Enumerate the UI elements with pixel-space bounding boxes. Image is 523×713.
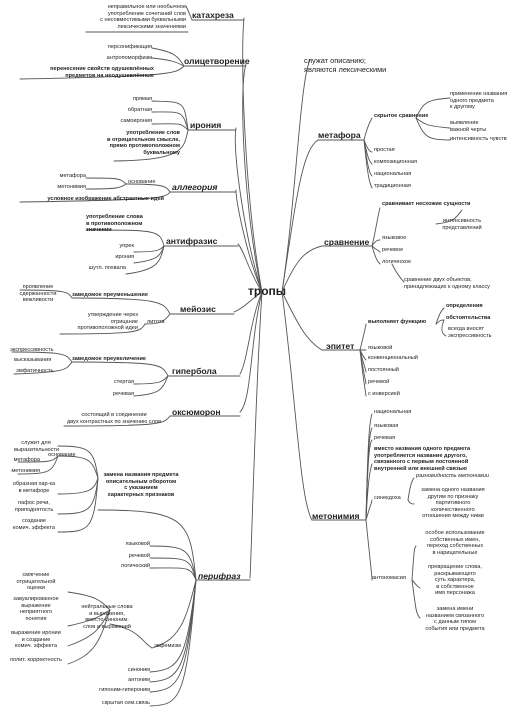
allegoriya-basis-item: метонимия xyxy=(57,184,86,190)
ironiya-title: ирония xyxy=(190,120,222,130)
giperbola-item: стертая xyxy=(113,379,134,385)
giperbola-title: гипербола xyxy=(172,366,217,376)
sravnenie-main-items: интенсивность представлений xyxy=(442,218,482,231)
olitsetvorenie-desc: перенесение свойств одушевлённых предмет… xyxy=(50,66,154,79)
sravnenie-kind: логическое xyxy=(382,259,412,265)
meyozis-main: заведомое преуменьшение xyxy=(72,292,148,298)
metafora-kind: композиционная xyxy=(374,159,417,165)
sravnenie-kind: языковое xyxy=(382,235,407,241)
metafora-main: скрытое сравнение xyxy=(374,113,429,119)
antifrazis-title: антифразис xyxy=(166,236,218,246)
metonimiya-antonomasia-label: антономасия xyxy=(372,575,406,581)
antifrazis-item: ирония xyxy=(115,254,134,260)
perifraz-more: синоним xyxy=(127,667,150,673)
olitsetvorenie-item: антропоморфизм xyxy=(106,55,152,61)
antifrazis-item: упрек xyxy=(119,243,135,249)
allegoriya-desc: условное изображение абстрактных идей xyxy=(47,196,164,202)
perifraz-main-item: служит для выразительности xyxy=(14,440,60,453)
ironiya-item: обратная xyxy=(127,107,152,113)
perifraz-more: гипоним-гипероним xyxy=(99,687,150,693)
metonimiya-sinekdokha-type: разновидность метонимии xyxy=(416,473,489,479)
epitet-kind: постоянный xyxy=(368,367,399,373)
meyozis-main-items: проявление сдержанности вежливости xyxy=(19,284,57,304)
perifraz-main-item: образная хар-ка в метафоре xyxy=(12,481,56,494)
oksyumoron-title: оксюморон xyxy=(172,407,221,417)
metafora-main-item: выявление важной черты xyxy=(450,120,487,133)
metonimiya-kind: национальная xyxy=(374,409,412,415)
ironiya-item: прямая xyxy=(132,96,152,102)
giperbola-main: заведомое преувеличение xyxy=(72,356,147,362)
meyozis-litota-label: литота xyxy=(147,319,165,325)
epitet-function: обстоятельства xyxy=(446,315,491,321)
ironiya-item: самоирония xyxy=(120,118,152,124)
perifraz-euphemism-label: эвфемизм xyxy=(154,643,181,649)
perifraz-kind: языковой xyxy=(125,541,150,547)
perifraz-euphemism-item: завуалированное выражение неприятного по… xyxy=(13,596,59,622)
metonimiya-sinekdokha-desc: замена одного названия другим по признак… xyxy=(421,487,485,520)
perifraz-basis-item: метонимия xyxy=(11,468,40,474)
olitsetvorenie-title: олицетворение xyxy=(184,56,250,66)
giperbola-main-item: высказывания xyxy=(14,357,52,363)
metonimiya-desc: вместо названия одного предмета употребл… xyxy=(374,446,471,472)
metafora-main-item: интенсивность чувств xyxy=(450,136,507,142)
perifraz-kind: логический xyxy=(120,563,150,569)
ironiya-desc: употребление слов в отрицательном смысле… xyxy=(106,130,180,156)
perifraz-main: замена названия предмета описательным об… xyxy=(103,472,179,498)
giperbola-main-item: экспрессивность xyxy=(10,347,54,353)
metonimiya-antonomasia-item: превращение слова, раскрывающего суть ха… xyxy=(428,564,482,597)
metonimiya-title: метонимия xyxy=(312,511,360,521)
antifrazis-desc: употребление слова в противоположном зна… xyxy=(86,214,143,234)
metonimiya-sinekdokha-label: синекдоха xyxy=(374,495,401,501)
epitet-title: эпитет xyxy=(326,341,355,351)
sravnenie-kind: речевое xyxy=(382,247,404,253)
allegoriya-title: аллегория xyxy=(172,182,218,192)
note-text: служат описанию; являются лексическими xyxy=(304,56,387,74)
meyozis-litota: утверждение через отрицание противополож… xyxy=(77,312,138,332)
sravnenie-main: сравнивает несхожие сущности xyxy=(382,201,471,207)
perifraz-more: скрытая сем.связь xyxy=(101,700,150,706)
allegoriya-basis-item: метафора xyxy=(59,173,86,179)
epitet-function-desc: всегда вносят экспрессивность xyxy=(448,326,492,339)
metafora-kind: простая xyxy=(374,147,395,153)
perifraz-euphemism-item: выражение иронии и создание комич. эффек… xyxy=(11,630,61,650)
perifraz-main-item: пафос речи, приподнятость xyxy=(14,500,54,513)
allegoriya-basis-label: основание xyxy=(128,179,156,185)
perifraz-main-item: создание комич. эффекта xyxy=(13,518,55,531)
sravnenie-desc: сравнение двух объектов, принадлежащих к… xyxy=(404,277,490,290)
epitet-function: определения xyxy=(446,303,483,309)
metonimiya-kind: речевая xyxy=(374,435,396,441)
metafora-kind: традиционная xyxy=(374,183,411,189)
perifraz-basis-label: основание xyxy=(48,452,76,458)
metafora-kind: национальная xyxy=(374,171,412,177)
metafora-main-item: применение названия одного предмета к др… xyxy=(450,91,508,111)
perifraz-euphemism-item: полит. корректность xyxy=(10,657,62,663)
sravnenie-title: сравнение xyxy=(324,237,370,247)
antifrazis-item: шутл. похвала xyxy=(88,265,126,271)
metonimiya-antonomasia-item: особое использование собственных имен, п… xyxy=(425,530,485,556)
root-topic: тропы xyxy=(248,284,287,298)
epitet-main: выполняет функцию xyxy=(368,319,427,325)
metonimiya-antonomasia-item: замена имени названием связанного с данн… xyxy=(425,606,485,632)
perifraz-euphemism-item: смягчение отрицательной оценки xyxy=(16,572,56,592)
perifraz-euphemism-desc: нейтральные слова и выражения, вместо си… xyxy=(81,604,133,630)
epitet-kind: с инверсией xyxy=(368,391,400,397)
katakhreza-desc: неправильное или необычное употребление … xyxy=(100,4,186,30)
katakhreza-title: катахреза xyxy=(192,10,234,20)
epitet-kind: конвенциональный xyxy=(368,355,418,361)
perifraz-kind: речевой xyxy=(128,553,150,559)
olitsetvorenie-item: персонификация xyxy=(107,44,152,50)
meyozis-title: мейозис xyxy=(180,304,216,314)
epitet-kind: языковой xyxy=(368,345,393,351)
perifraz-basis-item: метафора xyxy=(13,457,40,463)
giperbola-main-item: эмфатичность xyxy=(16,368,54,374)
metafora-title: метафора xyxy=(318,130,361,140)
metonimiya-kind: языковая xyxy=(374,423,399,429)
perifraz-title: перифраз xyxy=(198,571,241,581)
oksyumoron-desc: состоящий в соединении двух контрастных … xyxy=(66,412,162,425)
epitet-kind: речевой xyxy=(368,379,390,385)
perifraz-more: антоним xyxy=(128,677,150,683)
giperbola-item: речевая xyxy=(112,391,134,397)
